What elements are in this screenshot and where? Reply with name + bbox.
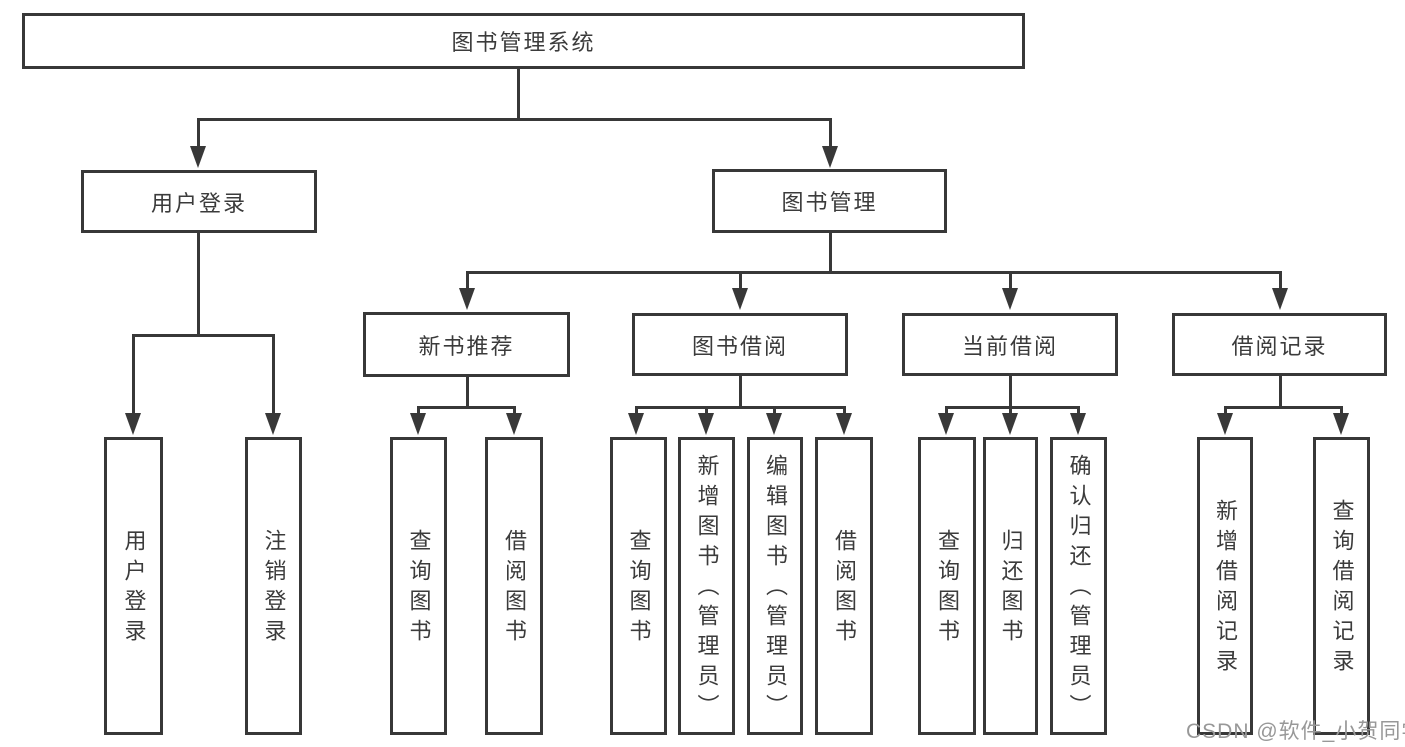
- connector-line: [945, 406, 1080, 409]
- arrowhead: [410, 413, 426, 435]
- arrowhead: [698, 413, 714, 435]
- connector-line: [1009, 374, 1012, 409]
- node-root: 图书管理系统: [22, 13, 1025, 69]
- leaf-query-books-borrow: 查询图书: [610, 437, 667, 735]
- node-current-borrow: 当前借阅: [902, 313, 1118, 376]
- connector-line: [773, 406, 776, 416]
- connector-line: [1340, 406, 1343, 416]
- connector-line: [829, 118, 832, 147]
- connector-line: [829, 231, 832, 274]
- node-new-book-recommend: 新书推荐: [363, 312, 570, 377]
- connector-line: [1009, 406, 1012, 416]
- leaf-logout: 注销登录: [245, 437, 302, 735]
- connector-line: [466, 375, 469, 409]
- arrowhead: [265, 413, 281, 435]
- arrowhead: [506, 413, 522, 435]
- connector-line: [417, 406, 516, 409]
- node-borrow-records: 借阅记录: [1172, 313, 1387, 376]
- connector-line: [635, 406, 846, 409]
- connector-line: [466, 271, 469, 290]
- connector-line: [739, 271, 742, 290]
- leaf-query-books-current: 查询图书: [918, 437, 976, 735]
- leaf-add-books-admin: 新增图书（管理员）: [678, 437, 735, 735]
- leaf-borrow-books: 借阅图书: [815, 437, 873, 735]
- leaf-user-login: 用户登录: [104, 437, 163, 735]
- arrowhead: [822, 146, 838, 168]
- connector-line: [1009, 271, 1012, 290]
- arrowhead: [1002, 288, 1018, 310]
- connector-line: [466, 271, 1282, 274]
- connector-line: [197, 118, 200, 147]
- connector-line: [705, 406, 708, 416]
- arrowhead: [836, 413, 852, 435]
- arrowhead: [190, 146, 206, 168]
- connector-line: [197, 118, 832, 121]
- arrowhead: [938, 413, 954, 435]
- node-user-login: 用户登录: [81, 170, 317, 233]
- leaf-query-borrow-record: 查询借阅记录: [1313, 437, 1370, 735]
- connector-line: [1279, 271, 1282, 290]
- leaf-query-books-newrec: 查询图书: [390, 437, 447, 735]
- connector-line: [517, 67, 520, 120]
- connector-line: [197, 231, 200, 337]
- connector-line: [1077, 406, 1080, 416]
- arrowhead: [1333, 413, 1349, 435]
- arrowhead: [628, 413, 644, 435]
- connector-line: [635, 406, 638, 416]
- connector-line: [513, 406, 516, 416]
- arrowhead: [459, 288, 475, 310]
- leaf-return-books: 归还图书: [983, 437, 1038, 735]
- leaf-borrow-books-newrec: 借阅图书: [485, 437, 543, 735]
- connector-line: [1224, 406, 1343, 409]
- arrowhead: [1272, 288, 1288, 310]
- connector-line: [417, 406, 420, 416]
- connector-line: [272, 334, 275, 414]
- connector-line: [945, 406, 948, 416]
- connector-line: [132, 334, 275, 337]
- arrowhead: [1070, 413, 1086, 435]
- leaf-confirm-return-admin: 确认归还（管理员）: [1050, 437, 1107, 735]
- arrowhead: [125, 413, 141, 435]
- connector-line: [132, 334, 135, 414]
- leaf-edit-books-admin: 编辑图书（管理员）: [747, 437, 803, 735]
- arrowhead: [1002, 413, 1018, 435]
- connector-line: [843, 406, 846, 416]
- connector-line: [1224, 406, 1227, 416]
- node-book-borrow: 图书借阅: [632, 313, 848, 376]
- arrowhead: [766, 413, 782, 435]
- watermark: CSDN @软件_小贺同学: [1186, 720, 1405, 743]
- node-book-management: 图书管理: [712, 169, 947, 233]
- connector-line: [1279, 375, 1282, 409]
- connector-line: [739, 374, 742, 409]
- arrowhead: [1217, 413, 1233, 435]
- leaf-add-borrow-record: 新增借阅记录: [1197, 437, 1253, 735]
- arrowhead: [732, 288, 748, 310]
